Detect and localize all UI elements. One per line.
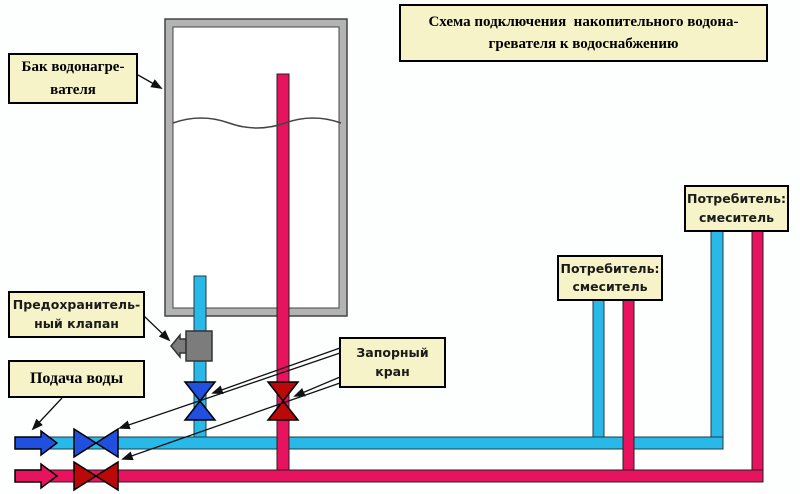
water-level-wave (172, 117, 342, 129)
hot-pipe-main (49, 469, 764, 483)
safety-valve-label-line1: Предохранитель- (12, 297, 141, 313)
shutoff-valve-hot-horizontal (73, 460, 119, 492)
water-heater-tank (164, 18, 348, 317)
tank-callout-arrow (137, 74, 163, 89)
safety-valve-label-line2: ный клапан (34, 315, 119, 331)
consumer1-label: Потребитель: смеситель (557, 255, 663, 301)
safety-valve-spout (170, 332, 187, 360)
shutoff-valve-cold-horizontal (73, 427, 119, 459)
hot-flow-arrow (14, 462, 59, 490)
hot-pipe-consumer2 (751, 229, 764, 481)
safety-valve (170, 330, 213, 362)
safety-valve-callout-arrow (143, 315, 171, 342)
tank-label: Бак водонагре- вателя (8, 53, 138, 104)
tank-label-line2: вателя (50, 81, 96, 98)
tank-label-line1: Бак водонагре- (21, 59, 125, 75)
cold-pipe-consumer1 (592, 299, 605, 448)
cold-flow-arrow (14, 429, 59, 457)
water-supply-label: Подача воды (8, 360, 145, 398)
shutoff-valve-label: Запорный кран (339, 337, 446, 388)
title-line2: гревателя к водоснабжению (488, 36, 679, 52)
tank-interior (172, 26, 340, 309)
shutoff-callout-arrow-2 (293, 376, 341, 397)
title-line1: Схема подключения накопительного водона- (428, 13, 739, 30)
diagram-title: Схема подключения накопительного водона-… (399, 4, 768, 62)
consumer1-label-line2: смеситель (572, 279, 648, 294)
cold-pipe-main (49, 436, 724, 450)
shutoff-valve-label-line1: Запорный (356, 345, 429, 361)
water-supply-label-text: Подача воды (29, 370, 124, 387)
shutoff-callout-arrow-3 (118, 352, 341, 430)
consumer2-label: Потребитель: смеситель (684, 185, 789, 232)
consumer1-label-line1: Потребитель: (560, 260, 660, 276)
consumer2-label-line2: смеситель (698, 209, 775, 225)
cold-pipe-consumer2 (710, 229, 724, 449)
consumer2-label-line1: Потребитель: (687, 191, 786, 207)
safety-valve-label: Предохранитель- ный клапан (8, 291, 145, 338)
shutoff-callout-arrow-1 (211, 347, 341, 395)
shutoff-callout-arrow-4 (121, 382, 341, 461)
hot-pipe-consumer1 (622, 299, 635, 481)
shutoff-valve-cold-vertical (183, 381, 217, 421)
water-supply-callout-arrow (31, 397, 63, 431)
safety-valve-body (185, 330, 213, 362)
shutoff-valve-hot-vertical (266, 381, 300, 421)
shutoff-valve-label-line2: кран (375, 363, 410, 379)
